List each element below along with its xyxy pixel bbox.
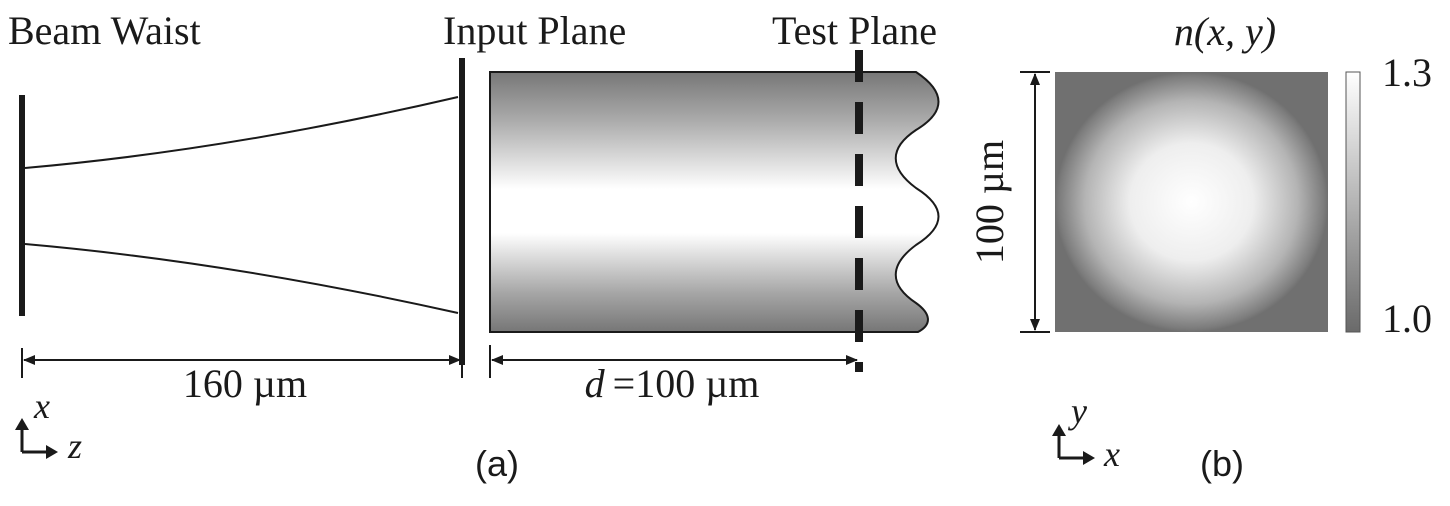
graded-index-slab — [489, 71, 940, 333]
colorbar-min-label: 1.0 — [1382, 296, 1432, 341]
axis-x2-label: x — [1103, 434, 1120, 474]
panel-a: Beam Waist Input Plane Test Plane 160 µm… — [8, 8, 940, 484]
colorbar-max-label: 1.3 — [1382, 50, 1432, 95]
map-size-label: 100 µm — [967, 140, 1012, 264]
slab-length-symbol: d — [585, 361, 606, 406]
slab-length-label: d=100 µm — [585, 361, 760, 406]
colorbar — [1345, 71, 1361, 333]
axis-z-label: z — [67, 426, 82, 466]
panel-b: n(x, y) 100 µm 1.3 1.0 y x (b) — [967, 9, 1432, 484]
panel-b-caption: (b) — [1200, 443, 1244, 484]
index-map — [1055, 72, 1328, 332]
axis-x-label: x — [33, 386, 50, 426]
slab-length-value: =100 µm — [613, 361, 760, 406]
index-map-title: n(x, y) — [1174, 9, 1276, 54]
axes-indicator-yx: y x — [1052, 391, 1120, 474]
axes-indicator-xz: x z — [15, 386, 82, 466]
panel-a-caption: (a) — [475, 443, 519, 484]
beam-upper-edge — [24, 96, 459, 169]
beam-lower-edge — [24, 243, 459, 314]
input-plane-label: Input Plane — [443, 8, 626, 53]
test-plane-label: Test Plane — [772, 8, 937, 53]
axis-y-label: y — [1068, 391, 1087, 431]
propagation-distance-label: 160 µm — [183, 361, 307, 406]
beam-waist-label: Beam Waist — [8, 8, 201, 53]
